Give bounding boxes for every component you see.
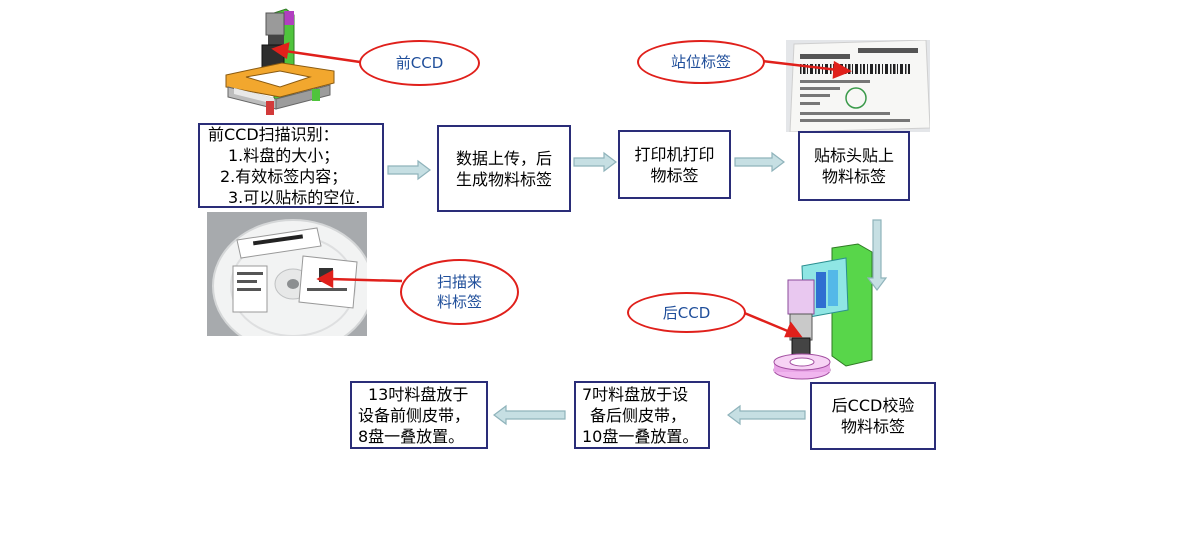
printer-print-box: 打印机打印 物标签 <box>618 130 731 199</box>
flow-arrow-7inch-to-13inch <box>493 404 566 426</box>
station-label-photo <box>786 40 930 132</box>
rear-ccd-machine-illustration <box>772 242 878 384</box>
flow-arrow-rear-to-7inch <box>727 404 806 426</box>
front-ccd-scan-line-3: 2.有效标签内容； <box>220 166 348 186</box>
rear-ccd-verify-line-2: 物料标签 <box>840 417 905 436</box>
reel-7inch-line-1: 7吋料盘放于设 <box>582 384 689 404</box>
material-reel-photo <box>207 212 367 336</box>
front-ccd-callout: 前CCD <box>359 40 480 86</box>
flow-arrow-print-to-labelhead <box>734 151 785 173</box>
reel-13inch-line-1: 13吋料盘放于 <box>368 384 469 404</box>
rear-ccd-verify-box: 后CCD校验 物料标签 <box>810 382 936 450</box>
front-ccd-scan-line-2: 1.料盘的大小； <box>228 145 340 165</box>
printer-print-line-2: 物标签 <box>650 165 699 185</box>
front-ccd-callout-text: 前CCD <box>395 54 444 72</box>
flow-arrow-scan-to-upload <box>387 159 431 181</box>
rear-ccd-callout: 后CCD <box>627 292 746 333</box>
rear-ccd-verify-line-1: 后CCD校验 <box>831 396 915 415</box>
upload-data-box: 数据上传，后 生成物料标签 <box>437 125 571 212</box>
label-head-line-2: 物料标签 <box>821 167 886 186</box>
reel-13inch-line-3: 8盘一叠放置。 <box>358 426 465 446</box>
scan-material-label-callout: 扫描来 料标签 <box>400 259 519 325</box>
station-label-callout-text: 站位标签 <box>670 53 731 71</box>
reel-13inch-box: 13吋料盘放于 设备前侧皮带， 8盘一叠放置。 <box>350 381 488 449</box>
front-ccd-scan-line-4: 3.可以贴标的空位. <box>228 187 361 207</box>
label-head-line-1: 贴标头贴上 <box>813 146 894 165</box>
front-ccd-scan-line-1: 前CCD扫描识别： <box>208 124 339 144</box>
station-label-callout: 站位标签 <box>637 40 765 84</box>
scan-material-label-callout-line-1: 扫描来 <box>436 273 482 291</box>
reel-7inch-box: 7吋料盘放于设 备后侧皮带， 10盘一叠放置。 <box>574 381 710 449</box>
reel-13inch-line-2: 设备前侧皮带， <box>358 405 471 425</box>
reel-7inch-line-2: 备后侧皮带， <box>590 405 687 425</box>
upload-data-line-1: 数据上传，后 <box>455 148 552 168</box>
rear-ccd-callout-text: 后CCD <box>662 303 711 322</box>
front-ccd-machine-illustration <box>222 5 340 123</box>
flow-arrow-upload-to-print <box>573 151 617 173</box>
front-ccd-scan-box: 前CCD扫描识别： 1.料盘的大小； 2.有效标签内容； 3.可以贴标的空位. <box>198 123 384 208</box>
label-head-box: 贴标头贴上 物料标签 <box>798 131 910 201</box>
reel-7inch-line-3: 10盘一叠放置。 <box>582 426 699 446</box>
upload-data-line-2: 生成物料标签 <box>455 169 552 189</box>
scan-material-label-callout-line-2: 料标签 <box>436 293 482 311</box>
printer-print-line-1: 打印机打印 <box>634 144 715 164</box>
